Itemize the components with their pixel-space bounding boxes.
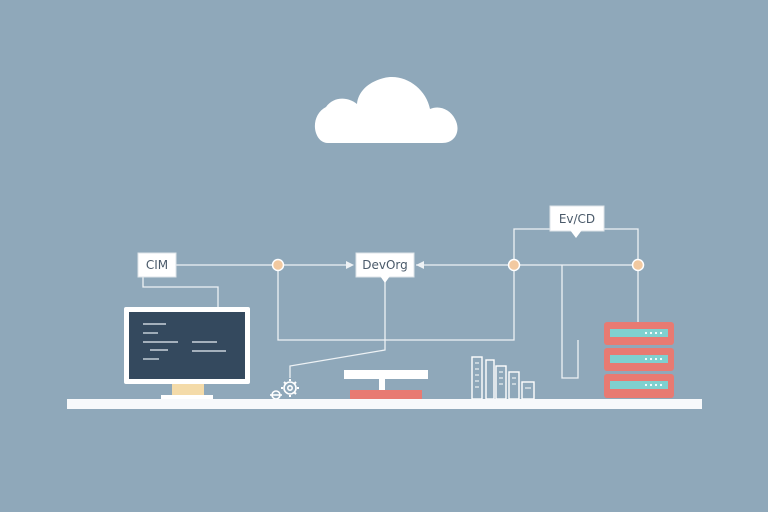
- junction-nodes: [271, 258, 645, 272]
- junction-node: [631, 258, 645, 272]
- server-stack-icon: [604, 322, 674, 398]
- line-evcd-left: [513, 228, 550, 265]
- desk-surface: [67, 399, 702, 409]
- arrowheads: [346, 261, 424, 269]
- line-server-link: [561, 265, 579, 379]
- junction-node: [271, 258, 285, 272]
- label-devorg-text: DevOrg: [362, 258, 408, 272]
- monitor-icon: [124, 307, 250, 399]
- label-evcd-text: Ev/CD: [559, 212, 595, 226]
- gear-icon: [270, 379, 299, 400]
- label-devorg: DevOrg: [355, 252, 415, 283]
- label-evcd: Ev/CD: [549, 205, 605, 238]
- junction-node: [507, 258, 521, 272]
- label-cim: CIM: [137, 252, 177, 278]
- label-cim-text: CIM: [146, 258, 168, 272]
- line-evcd-right: [604, 228, 639, 322]
- line-cim-monitor: [142, 276, 219, 308]
- arrow-out-devorg: [416, 261, 424, 269]
- arrow-into-devorg: [346, 261, 354, 269]
- center-stand: [344, 370, 428, 400]
- connector-lines: [142, 228, 640, 379]
- line-devorg-gear: [289, 282, 386, 378]
- buildings-icon: [471, 356, 535, 400]
- cloud-icon: [314, 77, 458, 143]
- line-loop: [277, 265, 515, 341]
